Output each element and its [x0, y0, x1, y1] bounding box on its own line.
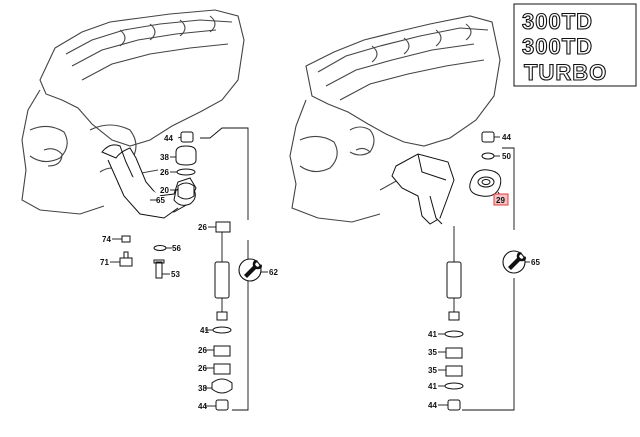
right-cushion-35-a [445, 347, 463, 359]
callout-44-left-top: 44 [164, 134, 173, 143]
right-callouts: 44 50 29 65 41 35 35 41 44 [428, 133, 540, 410]
left-washer-26-mid [215, 221, 231, 233]
left-bushing-20 [177, 182, 195, 200]
right-washer-50 [481, 152, 495, 160]
right-washer-41-b [444, 382, 464, 390]
right-part-29 [469, 169, 503, 199]
wrench-icon [238, 258, 262, 282]
callout-44-right-low: 44 [428, 401, 437, 410]
right-engine-mount [391, 153, 455, 225]
left-fasteners [119, 235, 167, 279]
callout-35-right-a: 35 [428, 348, 437, 357]
right-shock-absorber [444, 226, 515, 411]
callout-20-left: 20 [160, 186, 169, 195]
left-cushion-26-low1 [213, 345, 231, 357]
right-cushion-35-b [445, 365, 463, 377]
callout-26-left-mid: 26 [198, 223, 207, 232]
callout-62-left: 62 [269, 268, 278, 277]
callout-50-right: 50 [502, 152, 511, 161]
callout-74-left: 74 [102, 235, 111, 244]
callout-41-right-b: 41 [428, 382, 437, 391]
right-leader-lines [438, 136, 530, 406]
callout-44-right-top: 44 [502, 133, 511, 142]
badge-1: 300TD [522, 9, 593, 34]
left-shock-absorber [211, 221, 249, 411]
left-callouts: 44 38 26 20 65 74 56 71 53 26 62 41 26 2… [100, 134, 278, 411]
left-nut-71 [119, 251, 133, 267]
left-nut-44-top [180, 131, 194, 143]
left-nut-44-low [215, 399, 229, 411]
left-cushion-38-low [211, 378, 233, 394]
callout-65-left: 65 [156, 196, 165, 205]
left-washer-41 [212, 326, 232, 334]
callout-38-left-low: 38 [198, 384, 207, 393]
callout-26-left-low2: 26 [198, 364, 207, 373]
left-washer-26-top [176, 168, 196, 176]
right-nut-44-top [481, 131, 495, 143]
callout-44-left-low: 44 [198, 402, 207, 411]
right-engine-block [289, 15, 501, 223]
left-upper-stack [175, 127, 249, 220]
callout-53-left: 53 [171, 270, 180, 279]
badge-panel: 300TD 300TD TURBO [513, 3, 637, 87]
left-cushion-26-low2 [213, 363, 231, 375]
left-cushion-38-top [175, 145, 197, 166]
badge-2: 300TD [522, 34, 593, 59]
callout-26-left-low1: 26 [198, 346, 207, 355]
callout-38-left-top: 38 [160, 153, 169, 162]
right-nut-44-low [447, 399, 461, 411]
callout-56-left: 56 [172, 244, 181, 253]
callout-41-left: 41 [200, 326, 209, 335]
left-leader-lines [110, 136, 268, 407]
callout-29-highlight [493, 193, 509, 206]
right-washer-41-a [444, 330, 464, 338]
left-bolt-53 [153, 259, 165, 279]
badge-3: TURBO [524, 60, 607, 85]
left-engine-block [21, 9, 245, 215]
callout-26-left-top: 26 [160, 168, 169, 177]
callout-29-right: 29 [496, 196, 505, 205]
callout-71-left: 71 [100, 258, 109, 267]
callout-41-right-a: 41 [428, 330, 437, 339]
wrench-icon [502, 250, 526, 274]
right-upper-stack [481, 131, 515, 230]
left-bolt-74 [121, 235, 131, 243]
callout-35-right-b: 35 [428, 366, 437, 375]
left-washer-56 [153, 245, 167, 251]
callout-65-right: 65 [531, 258, 540, 267]
left-engine-mount-bracket [101, 144, 197, 219]
